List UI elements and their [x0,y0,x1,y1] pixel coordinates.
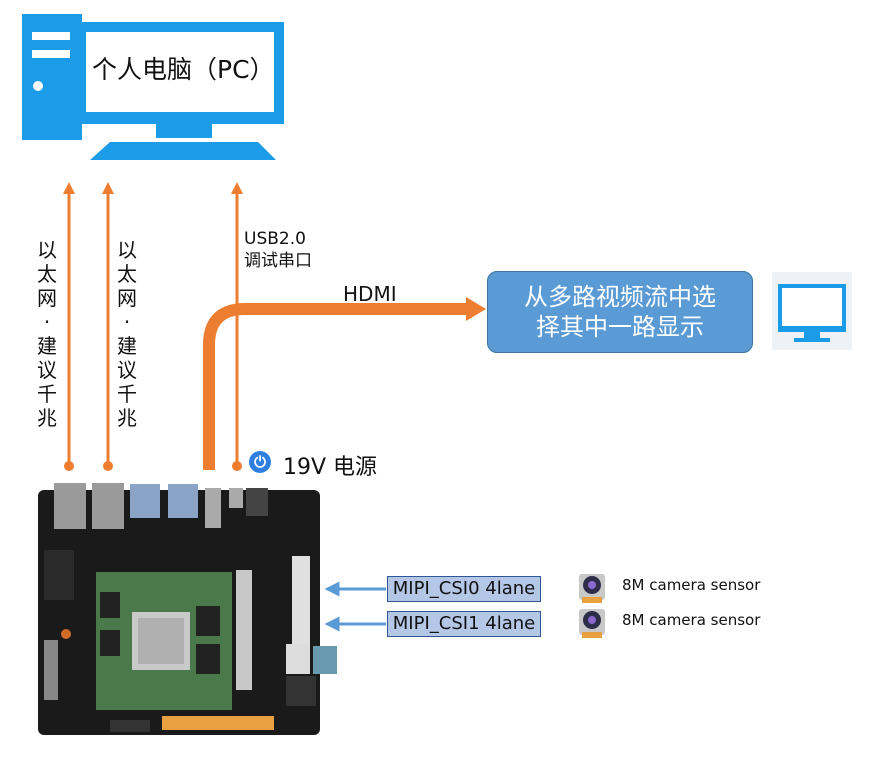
usb-dot [232,461,242,471]
power-label: 19V 电源 [283,455,378,480]
camera-label-1: 8M camera sensor [622,611,761,629]
ethernet-label-1: 以太网·建议千兆 [37,238,57,430]
mipi-csi1-box: MIPI_CSI1 4lane [387,611,541,637]
display-select-box: 从多路视频流中选 择其中一路显示 [487,271,753,353]
board-photo [38,483,337,735]
usb-label: USB2.0 调试串口 [244,229,312,271]
camera-icon-1 [579,609,605,638]
monitor-icon [772,272,852,350]
camera-label-0: 8M camera sensor [622,576,761,594]
camera-icon-0 [579,574,605,603]
ethernet-label-2: 以太网·建议千兆 [117,238,137,430]
pc-label: 个人电脑（PC） [92,55,275,84]
hdmi-arrow [203,297,486,470]
pc-icon [22,14,284,160]
ethernet-dot-2 [103,461,113,471]
hdmi-label: HDMI [343,282,397,306]
ethernet-dot-1 [64,461,74,471]
power-icon: ⏻ [249,451,271,473]
mipi-csi0-box: MIPI_CSI0 4lane [387,576,541,602]
